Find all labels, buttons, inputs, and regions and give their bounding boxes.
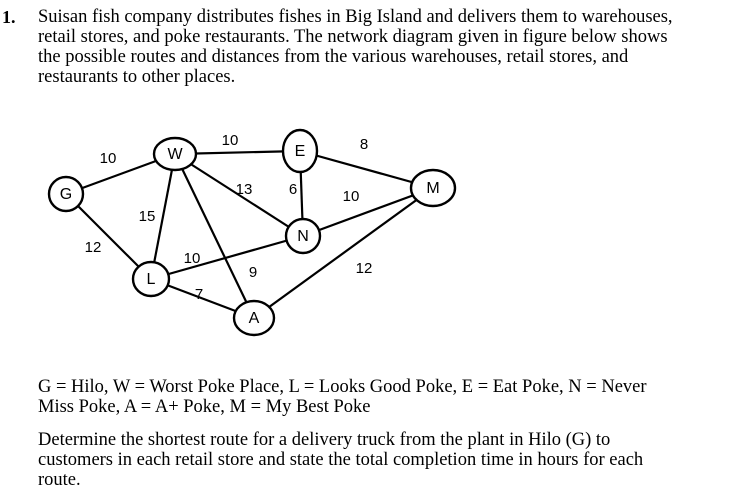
edge-g-w (65, 152, 176, 196)
node-circle (232, 299, 276, 337)
legend-line: Miss Poke, A = A+ Poke, M = My Best Poke (38, 397, 371, 417)
intro-line: retail stores, and poke restaurants. The… (38, 27, 668, 47)
edge-weight-a-m: 12 (356, 260, 373, 277)
edge-l-a (150, 277, 255, 320)
edge-a-m (253, 187, 434, 319)
weights-layer: 10 12 10 13 15 9 8 6 10 10 7 12 (85, 132, 373, 303)
node-label: A (249, 310, 260, 327)
edge-w-n (174, 153, 304, 237)
edge-weight-w-a: 9 (249, 264, 257, 281)
node-g: G (47, 175, 85, 213)
edge-weight-n-l: 10 (184, 250, 201, 267)
node-a: A (232, 299, 276, 337)
node-w: W (152, 136, 198, 172)
node-label: L (147, 271, 156, 288)
edge-weight-w-l: 15 (139, 208, 156, 225)
edge-w-e (174, 149, 301, 156)
edge-weight-e-n: 6 (289, 181, 297, 198)
edge-weight-n-m: 10 (343, 188, 360, 205)
edge-weight-l-a: 7 (195, 286, 203, 303)
edge-n-l (150, 234, 304, 281)
intro-line: the possible routes and distances from t… (38, 47, 629, 67)
node-circle (409, 168, 457, 208)
task-line: customers in each retail store and state… (38, 450, 644, 470)
task-instructions: Determine the shortest route for a deliv… (38, 430, 740, 490)
node-circle (284, 217, 322, 255)
node-m: M (409, 168, 457, 208)
edge-n-m (302, 186, 434, 238)
node-label: W (167, 146, 183, 163)
edge-weight-w-e: 10 (222, 132, 239, 149)
legend-line: G = Hilo, W = Worst Poke Place, L = Look… (38, 377, 647, 397)
node-circle (152, 136, 198, 172)
node-circle (281, 128, 319, 174)
edge-w-a (174, 153, 255, 319)
node-e: E (281, 128, 319, 174)
edge-e-m (299, 149, 434, 190)
question-intro: Suisan fish company distributes fishes i… (38, 7, 740, 87)
intro-line: Suisan fish company distributes fishes i… (38, 7, 673, 27)
node-circle (47, 175, 85, 213)
edge-weight-g-l: 12 (85, 239, 102, 256)
node-legend: G = Hilo, W = Worst Poke Place, L = Look… (38, 377, 740, 417)
edges-layer (65, 149, 434, 320)
node-n: N (284, 217, 322, 255)
edge-weight-g-w: 10 (100, 150, 117, 167)
node-label: G (60, 186, 72, 203)
edge-e-n (298, 150, 305, 237)
node-circle (131, 260, 171, 298)
edge-g-l (65, 193, 152, 280)
edge-w-l (149, 153, 177, 280)
question-number: 1. (2, 7, 16, 27)
edge-weight-w-n: 13 (236, 181, 253, 198)
task-line: route. (38, 470, 81, 490)
node-l: L (131, 260, 171, 298)
edge-weight-e-m: 8 (360, 136, 368, 153)
node-label: E (295, 143, 306, 160)
task-line: Determine the shortest route for a deliv… (38, 430, 611, 450)
node-label: N (297, 228, 309, 245)
node-label: M (426, 180, 439, 197)
intro-line: restaurants to other places. (38, 67, 236, 87)
nodes-layer: G W E M N L A (47, 128, 457, 337)
